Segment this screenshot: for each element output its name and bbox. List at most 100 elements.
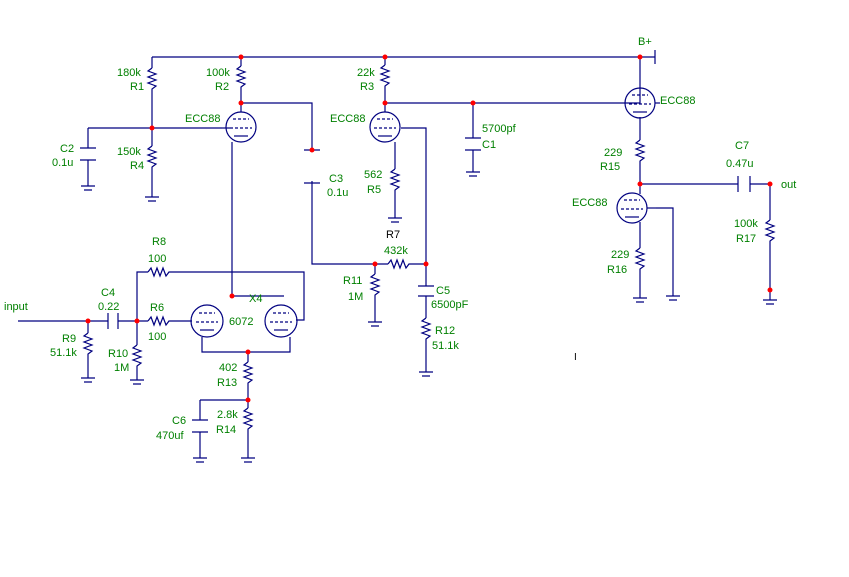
ground-icon — [81, 377, 95, 383]
r15-symbol — [634, 139, 646, 168]
c7-ref: C7 — [735, 140, 749, 152]
r4-value: 150k — [117, 146, 141, 158]
r9-ref: R9 — [62, 333, 76, 345]
tube-6072-label: 6072 — [229, 316, 253, 328]
x4-label: X4 — [249, 293, 262, 305]
c3-value: 0.1u — [327, 187, 348, 199]
c6-symbol — [192, 419, 208, 433]
r3-symbol — [379, 64, 391, 91]
r6-value: 100 — [148, 331, 166, 343]
c5-value: 6500pF — [431, 299, 469, 311]
wires — [18, 50, 771, 458]
r16-value: 229 — [611, 249, 629, 261]
r5-ref: R5 — [367, 184, 381, 196]
ground-icon — [145, 196, 159, 202]
c4-value: 0.22 — [98, 301, 119, 313]
ground-icon — [466, 171, 480, 177]
r10-value: 1M — [114, 362, 129, 374]
bplus-label: B+ — [638, 36, 652, 48]
r11-ref: R11 — [343, 275, 362, 287]
r5-value: 562 — [364, 169, 382, 181]
r17-symbol — [764, 219, 776, 246]
r16-symbol — [634, 247, 646, 276]
c1-symbol — [465, 137, 481, 151]
r10-symbol — [131, 344, 143, 368]
r12-value: 51.1k — [432, 340, 459, 352]
r8-symbol — [147, 266, 174, 278]
r6-symbol — [147, 315, 174, 327]
r6-ref: R6 — [150, 302, 164, 314]
ecc88-v4-label: ECC88 — [572, 197, 607, 209]
c5-ref: C5 — [436, 285, 450, 297]
c1-ref: C1 — [482, 139, 496, 151]
r12-symbol — [420, 317, 432, 350]
ground-icon — [666, 295, 680, 301]
r10-ref: R10 — [108, 348, 128, 360]
c6-value: 470uf — [156, 430, 184, 442]
tube-6072-right-icon — [264, 304, 298, 338]
resistors — [82, 64, 776, 434]
r15-ref: R15 — [600, 161, 620, 173]
tubes — [190, 87, 660, 338]
r4-symbol — [146, 145, 158, 172]
ground-icon — [763, 299, 777, 305]
c2-ref: C2 — [60, 143, 74, 155]
ecc88-v3-label: ECC88 — [660, 95, 695, 107]
r9-value: 51.1k — [50, 347, 77, 359]
ground-icon — [368, 321, 382, 327]
c5-symbol — [418, 285, 434, 297]
ground-icon — [193, 457, 207, 463]
r17-ref: R17 — [736, 233, 756, 245]
cursor-mark: I — [574, 352, 577, 363]
ground-icon — [388, 217, 402, 223]
c1-value: 5700pf — [482, 123, 517, 135]
r7-symbol — [387, 258, 414, 270]
tube-v1-icon — [222, 111, 257, 143]
c2-symbol — [80, 147, 96, 161]
r13-symbol — [242, 361, 254, 388]
tube-v4-icon — [616, 192, 656, 224]
r1-ref: R1 — [130, 81, 144, 93]
r9-symbol — [82, 332, 94, 358]
r7-value: 432k — [384, 245, 408, 257]
r2-value: 100k — [206, 67, 230, 79]
r3-value: 22k — [357, 67, 375, 79]
r15-value: 229 — [604, 147, 622, 159]
ground-icon — [241, 457, 255, 463]
ground-icon — [81, 185, 95, 191]
ecc88-v2-label: ECC88 — [330, 113, 365, 125]
r4-ref: R4 — [130, 160, 144, 172]
c6-ref: C6 — [172, 415, 186, 427]
input-label: input — [4, 301, 28, 313]
ground-icon — [419, 371, 433, 377]
c2-value: 0.1u — [52, 157, 73, 169]
r11-symbol — [369, 273, 381, 302]
c4-ref: C4 — [101, 287, 115, 299]
tube-v2-icon — [369, 111, 401, 143]
r13-ref: R13 — [217, 377, 237, 389]
r13-value: 402 — [219, 362, 237, 374]
capacitors — [80, 137, 751, 433]
c4-symbol — [107, 313, 119, 329]
r12-ref: R12 — [435, 325, 455, 337]
r5-symbol — [389, 168, 401, 198]
r8-value: 100 — [148, 253, 166, 265]
ground-icon — [130, 379, 144, 385]
ground-icon — [633, 297, 647, 303]
r14-value: 2.8k — [217, 409, 238, 421]
tube-v3-icon — [624, 87, 660, 119]
r8-ref: R8 — [152, 236, 166, 248]
r16-ref: R16 — [607, 264, 627, 276]
r2-ref: R2 — [215, 81, 229, 93]
r1-value: 180k — [117, 67, 141, 79]
junctions — [85, 54, 773, 403]
c7-value: 0.47u — [726, 158, 754, 170]
r14-symbol — [242, 407, 254, 434]
out-label: out — [781, 179, 796, 191]
tube-6072-left-icon — [190, 304, 224, 338]
r11-value: 1M — [348, 291, 363, 303]
c7-symbol — [737, 176, 751, 192]
c3-ref: C3 — [329, 173, 343, 185]
r14-ref: R14 — [216, 424, 236, 436]
